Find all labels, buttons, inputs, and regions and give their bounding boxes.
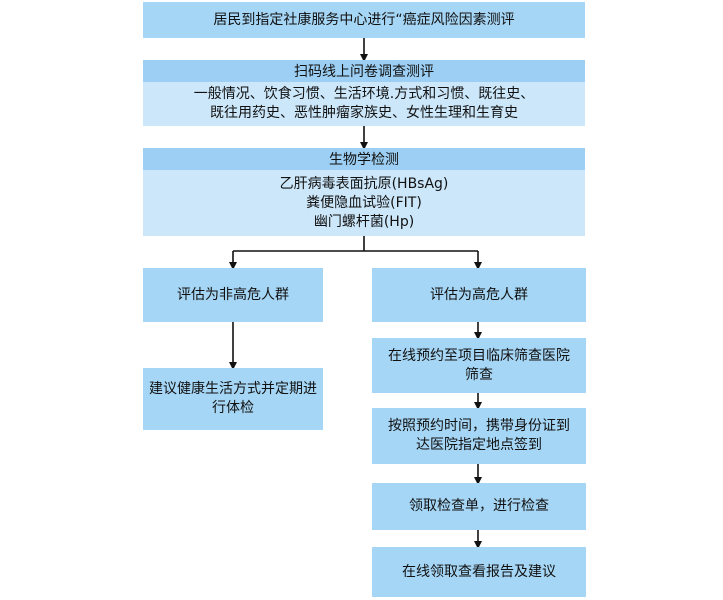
low-risk-label: 评估为非高危人群 — [177, 286, 289, 303]
report-label: 在线领取查看报告及建议 — [402, 563, 556, 580]
bio-title-label: 生物学检测 — [329, 152, 399, 168]
survey-body: 一般情况、饮食习惯、生活环境.方式和习惯、既往史、 既往用药史、恶性肿瘤家族史、… — [143, 82, 585, 126]
high-risk-node: 评估为高危人群 — [372, 268, 586, 322]
visit-line-1: 按照预约时间，携带身份证到 — [388, 418, 570, 434]
bio-node: 生物学检测 乙肝病毒表面抗原(HBsAg) 粪便隐血试验(FIT) 幽门螺杆菌(… — [143, 148, 585, 236]
bio-item-2: 粪便隐血试验(FIT) — [306, 194, 422, 211]
bio-item-3: 幽门螺杆菌(Hp) — [313, 213, 415, 230]
exam-label: 领取检查单，进行检查 — [409, 498, 549, 514]
bio-title: 生物学检测 — [143, 148, 585, 170]
booking-line-2: 筛查 — [465, 366, 493, 383]
report-node: 在线领取查看报告及建议 — [372, 547, 586, 597]
exam-node: 领取检查单，进行检查 — [372, 483, 586, 530]
high-risk-label: 评估为高危人群 — [430, 286, 528, 303]
visit-line-2: 达医院指定地点签到 — [416, 437, 542, 453]
low-advice-line-1: 建议健康生活方式并定期进 — [149, 381, 317, 397]
survey-title: 扫码线上问卷调查测评 — [143, 60, 585, 82]
survey-line-2: 既往用药史、恶性肿瘤家族史、女性生理和生育史 — [210, 105, 518, 121]
visit-node: 按照预约时间，携带身份证到 达医院指定地点签到 — [372, 408, 586, 464]
start-node-label: 居民到指定社康服务中心进行“癌症风险因素测评 — [213, 11, 515, 28]
survey-node: 扫码线上问卷调查测评 一般情况、饮食习惯、生活环境.方式和习惯、既往史、 既往用… — [143, 60, 585, 126]
start-node: 居民到指定社康服务中心进行“癌症风险因素测评 — [143, 2, 585, 38]
low-advice-node: 建议健康生活方式并定期进 行体检 — [143, 368, 323, 430]
low-advice-line-2: 行体检 — [212, 400, 254, 416]
low-risk-node: 评估为非高危人群 — [143, 268, 323, 322]
survey-title-label: 扫码线上问卷调查测评 — [294, 64, 434, 80]
booking-node: 在线预约至项目临床筛查医院 筛查 — [372, 338, 586, 393]
survey-line-1: 一般情况、饮食习惯、生活环境.方式和习惯、既往史、 — [193, 86, 535, 102]
booking-line-1: 在线预约至项目临床筛查医院 — [388, 347, 570, 364]
bio-body: 乙肝病毒表面抗原(HBsAg) 粪便隐血试验(FIT) 幽门螺杆菌(Hp) — [143, 170, 585, 236]
bio-item-1: 乙肝病毒表面抗原(HBsAg) — [279, 175, 449, 192]
